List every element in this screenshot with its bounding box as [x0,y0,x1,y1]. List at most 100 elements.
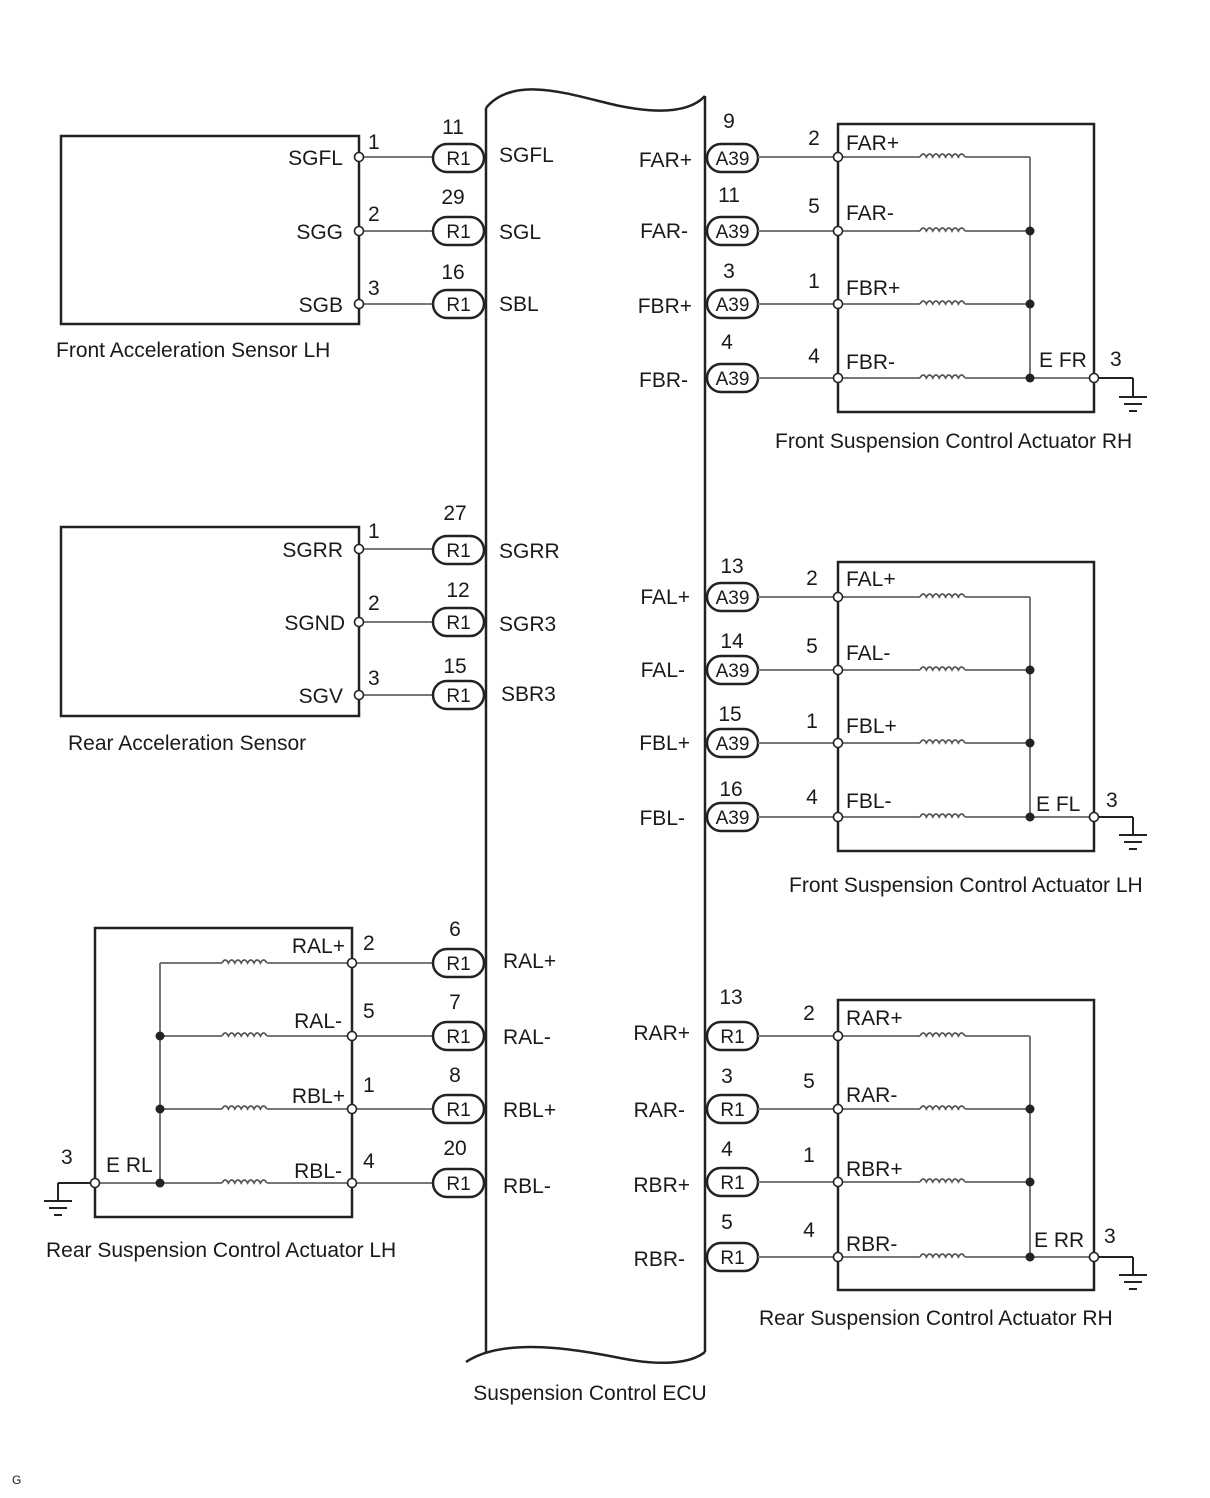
actuator-pin-label: FAL- [846,642,890,665]
ground-icon [1119,396,1147,412]
connector-label: R1 [446,1174,470,1195]
actuator-pin-label: FBL+ [846,715,897,738]
ground-efr: E FR 3 [1039,348,1147,412]
connector-r1 [431,215,486,247]
connector-r1 [431,1167,486,1199]
sensor-pin-label: SGND [284,612,345,635]
ground-label: E FR [1039,349,1087,372]
terminal [346,957,358,969]
terminal [832,151,844,163]
connector-label: R1 [446,1100,470,1121]
ecu-pin-number: 15 [718,703,741,726]
terminal [353,298,365,310]
connector-label: R1 [446,222,470,243]
ground-pin-number: 3 [61,1146,73,1169]
front-acceleration-sensor-lh: Front Acceleration Sensor LH SGFL 1 11 R… [56,116,554,362]
connector-label: A39 [716,734,750,755]
connector-r1 [431,288,486,320]
actuator-pin-number: 1 [363,1074,375,1097]
wire-ral-plus: RAL+ 2 6 R1 RAL+ [160,918,556,979]
actuator-pin-number: 2 [806,567,818,590]
ecu-pin-label: RBL+ [503,1099,556,1122]
ecu-pin-label: FAL- [641,659,685,682]
wire-far-plus: FAR+ 9 A39 2 FAR+ [639,110,1030,174]
ecu-pin-label: SGRR [499,540,560,563]
actuator-pin-number: 5 [806,635,818,658]
wire-rbl-plus: RBL+ 1 8 R1 RBL+ [155,1064,556,1125]
corner-mark: G [12,1473,21,1487]
wire-rbl-minus: RBL- 4 20 R1 RBL- [95,1137,551,1199]
ecu-pin-label: SBL [499,293,539,316]
connector-r1 [431,1020,486,1052]
actuator-pin-number: 4 [803,1219,815,1242]
connector-label: R1 [446,686,470,707]
block-title: Front Suspension Control Actuator LH [789,874,1143,897]
junction [1025,1177,1035,1187]
ecu-pin-label: SBR3 [501,683,556,706]
actuator-pin-label: FBR- [846,351,895,374]
ground-icon [1119,834,1147,850]
wire-sgv: SGV 3 15 R1 SBR3 [299,655,556,711]
sensor-pin-number: 1 [368,131,380,154]
actuator-pin-number: 4 [808,345,820,368]
connector-label: R1 [720,1027,744,1048]
terminal [353,151,365,163]
front-suspension-control-actuator-rh: Front Suspension Control Actuator RH FAR… [638,110,1147,453]
actuator-pin-number: 2 [363,932,375,955]
actuator-pin-number: 5 [808,195,820,218]
ground-label: E RL [106,1154,153,1177]
wire-fbr-plus: FBR+ 3 A39 1 FBR+ [638,260,1035,320]
wire-sgfl: SGFL 1 11 R1 SGFL [288,116,554,174]
terminal [346,1030,358,1042]
connector-r1 [431,1093,486,1125]
wire-sgnd: SGND 2 12 R1 SGR3 [284,579,556,638]
ecu-pin-number: 11 [442,116,464,139]
connector-label: R1 [446,954,470,975]
junction [1025,665,1035,675]
connector-r1 [431,534,486,566]
actuator-pin-number: 4 [806,786,818,809]
ecu-pin-label: SGR3 [499,613,556,636]
ground-erl: E RL 3 [44,1146,153,1216]
coil-icon [919,593,966,599]
connector-label: R1 [446,1027,470,1048]
ecu-pin-number: 5 [721,1211,733,1234]
coil-icon [919,1032,966,1038]
ecu-pin-number: 7 [449,991,461,1014]
wire-fbl-plus: FBL+ 15 A39 1 FBL+ [639,703,1035,759]
actuator-pin-number: 2 [808,127,820,150]
junction [1025,226,1035,236]
wire-fal-minus: FAL- 14 A39 5 FAL- [641,630,1035,686]
actuator-pin-number: 1 [803,1144,815,1167]
ecu-pin-number: 11 [718,184,740,207]
terminal [346,1177,358,1189]
ecu-pin-label: FAR- [640,220,688,243]
ecu-pin-number: 14 [720,630,744,653]
ecu-pin-number: 3 [721,1065,733,1088]
terminal [832,664,844,676]
actuator-pin-number: 5 [363,1000,375,1023]
ecu-pin-number: 4 [721,331,733,354]
wire-sgg: SGG 2 29 R1 SGL [296,186,541,247]
ecu-pin-label: RAR+ [633,1022,690,1045]
junction [155,1178,165,1188]
terminal [1088,1251,1100,1263]
ground-label: E RR [1034,1229,1084,1252]
terminal [832,225,844,237]
block-title: Rear Suspension Control Actuator LH [46,1239,396,1262]
ecu-pin-label: FAL+ [640,586,690,609]
block-title: Rear Suspension Control Actuator RH [759,1307,1113,1330]
connector-label: R1 [720,1248,744,1269]
connector-label: A39 [716,661,750,682]
ecu-pin-label: RBR- [634,1248,685,1271]
actuator-pin-label: FAR- [846,202,894,225]
sensor-pin-label: SGFL [288,147,343,170]
ecu-pin-number: 13 [720,555,743,578]
sensor-pin-label: SGRR [282,539,343,562]
terminal [832,591,844,603]
actuator-pin-label: FAR+ [846,132,899,155]
ecu-body: Suspension Control ECU [465,88,707,1405]
ecu-pin-label: RAL- [503,1026,551,1049]
connector-label: R1 [720,1173,744,1194]
actuator-pin-number: 2 [803,1002,815,1025]
